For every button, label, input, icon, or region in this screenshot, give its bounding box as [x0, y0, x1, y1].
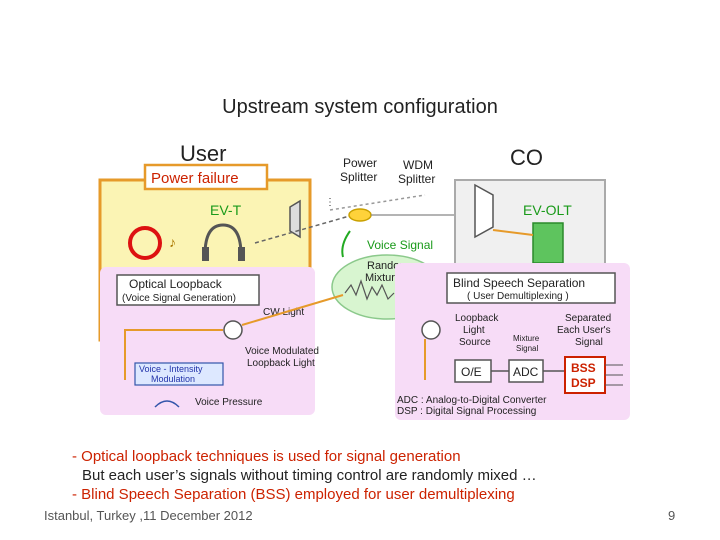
voice-signal-label: Voice Signal — [367, 238, 433, 252]
bullet-list: - Optical loopback techniques is used fo… — [72, 447, 537, 504]
bss-title-label: Blind Speech Separation — [453, 276, 585, 290]
random-line2: Mixture — [365, 272, 401, 284]
power-splitter-line1: Power — [343, 156, 377, 170]
optical-loopback-label: Optical Loopback — [129, 277, 223, 291]
sound-wave-icon — [154, 400, 180, 408]
bss-dsp-line2: DSP — [571, 376, 596, 390]
loopback-src-line2: Light — [463, 325, 485, 336]
adc-label: ADC — [513, 365, 539, 379]
feedback-link — [254, 214, 354, 244]
wdm-splitter-icon — [474, 183, 494, 239]
slide-title: Upstream system configuration — [222, 96, 498, 118]
user-label: User — [180, 141, 226, 166]
system-diagram: User Power failure EV-T ♪ Power Splitter… — [98, 141, 630, 420]
bss-sub-label: ( User Demultiplexing ) — [467, 291, 569, 302]
speaker-ring-icon — [128, 226, 162, 260]
co-label: CO — [510, 145, 543, 170]
ev-t-label: EV-T — [210, 202, 242, 218]
bullet-1-continuation: But each user’s signals without timing c… — [82, 467, 537, 484]
adc-definition: ADC : Analog-to-Digital Converter — [397, 395, 547, 406]
wdm-line2: Splitter — [398, 172, 435, 186]
separated-line3: Signal — [575, 337, 603, 348]
co-circulator-icon — [421, 320, 441, 340]
voice-intensity-line1: Voice - Intensity — [139, 364, 203, 374]
optical-loopback-sub: (Voice Signal Generation) — [122, 293, 236, 304]
separated-line1: Separated — [565, 313, 611, 324]
voice-mod-line1: Voice Modulated — [245, 346, 319, 357]
lens-icon — [289, 199, 301, 239]
music-note-icon: ♪ — [169, 234, 176, 250]
power-failure-box — [143, 163, 269, 191]
circulator-icon — [223, 320, 243, 340]
voice-mod-line2: Loopback Light — [247, 358, 315, 369]
ev-olt-label: EV-OLT — [523, 202, 572, 218]
wdm-line1: WDM — [403, 158, 433, 172]
bss-box — [446, 272, 616, 304]
headphones-icon — [203, 223, 243, 256]
bullet-2: - Blind Speech Separation (BSS) employed… — [72, 486, 515, 503]
power-splitter-icon — [348, 208, 372, 222]
page-number: 9 — [668, 508, 676, 523]
separated-line2: Each User's — [557, 325, 611, 336]
voice-intensity-box — [134, 362, 224, 386]
oe-label: O/E — [461, 365, 482, 379]
ev-olt-block — [532, 222, 564, 264]
power-failure-label: Power failure — [151, 170, 239, 187]
svg-text:⋮: ⋮ — [325, 197, 335, 208]
loopback-src-line3: Source — [459, 337, 491, 348]
dsp-definition: DSP : Digital Signal Processing — [397, 406, 536, 417]
bullet-1: - Optical loopback techniques is used fo… — [72, 448, 461, 465]
voice-pressure-label: Voice Pressure — [195, 397, 263, 408]
mixture-line1: Mixture — [513, 334, 540, 343]
optical-loopback-box — [116, 274, 260, 306]
voice-intensity-line2: Modulation — [151, 374, 195, 384]
footer-location: Istanbul, Turkey ,11 December 2012 — [44, 508, 253, 523]
power-splitter-line2: Splitter — [340, 170, 377, 184]
loopback-src-line1: Loopback — [455, 313, 499, 324]
bss-dsp-line1: BSS — [571, 361, 596, 375]
mixture-line2: Signal — [516, 344, 538, 353]
